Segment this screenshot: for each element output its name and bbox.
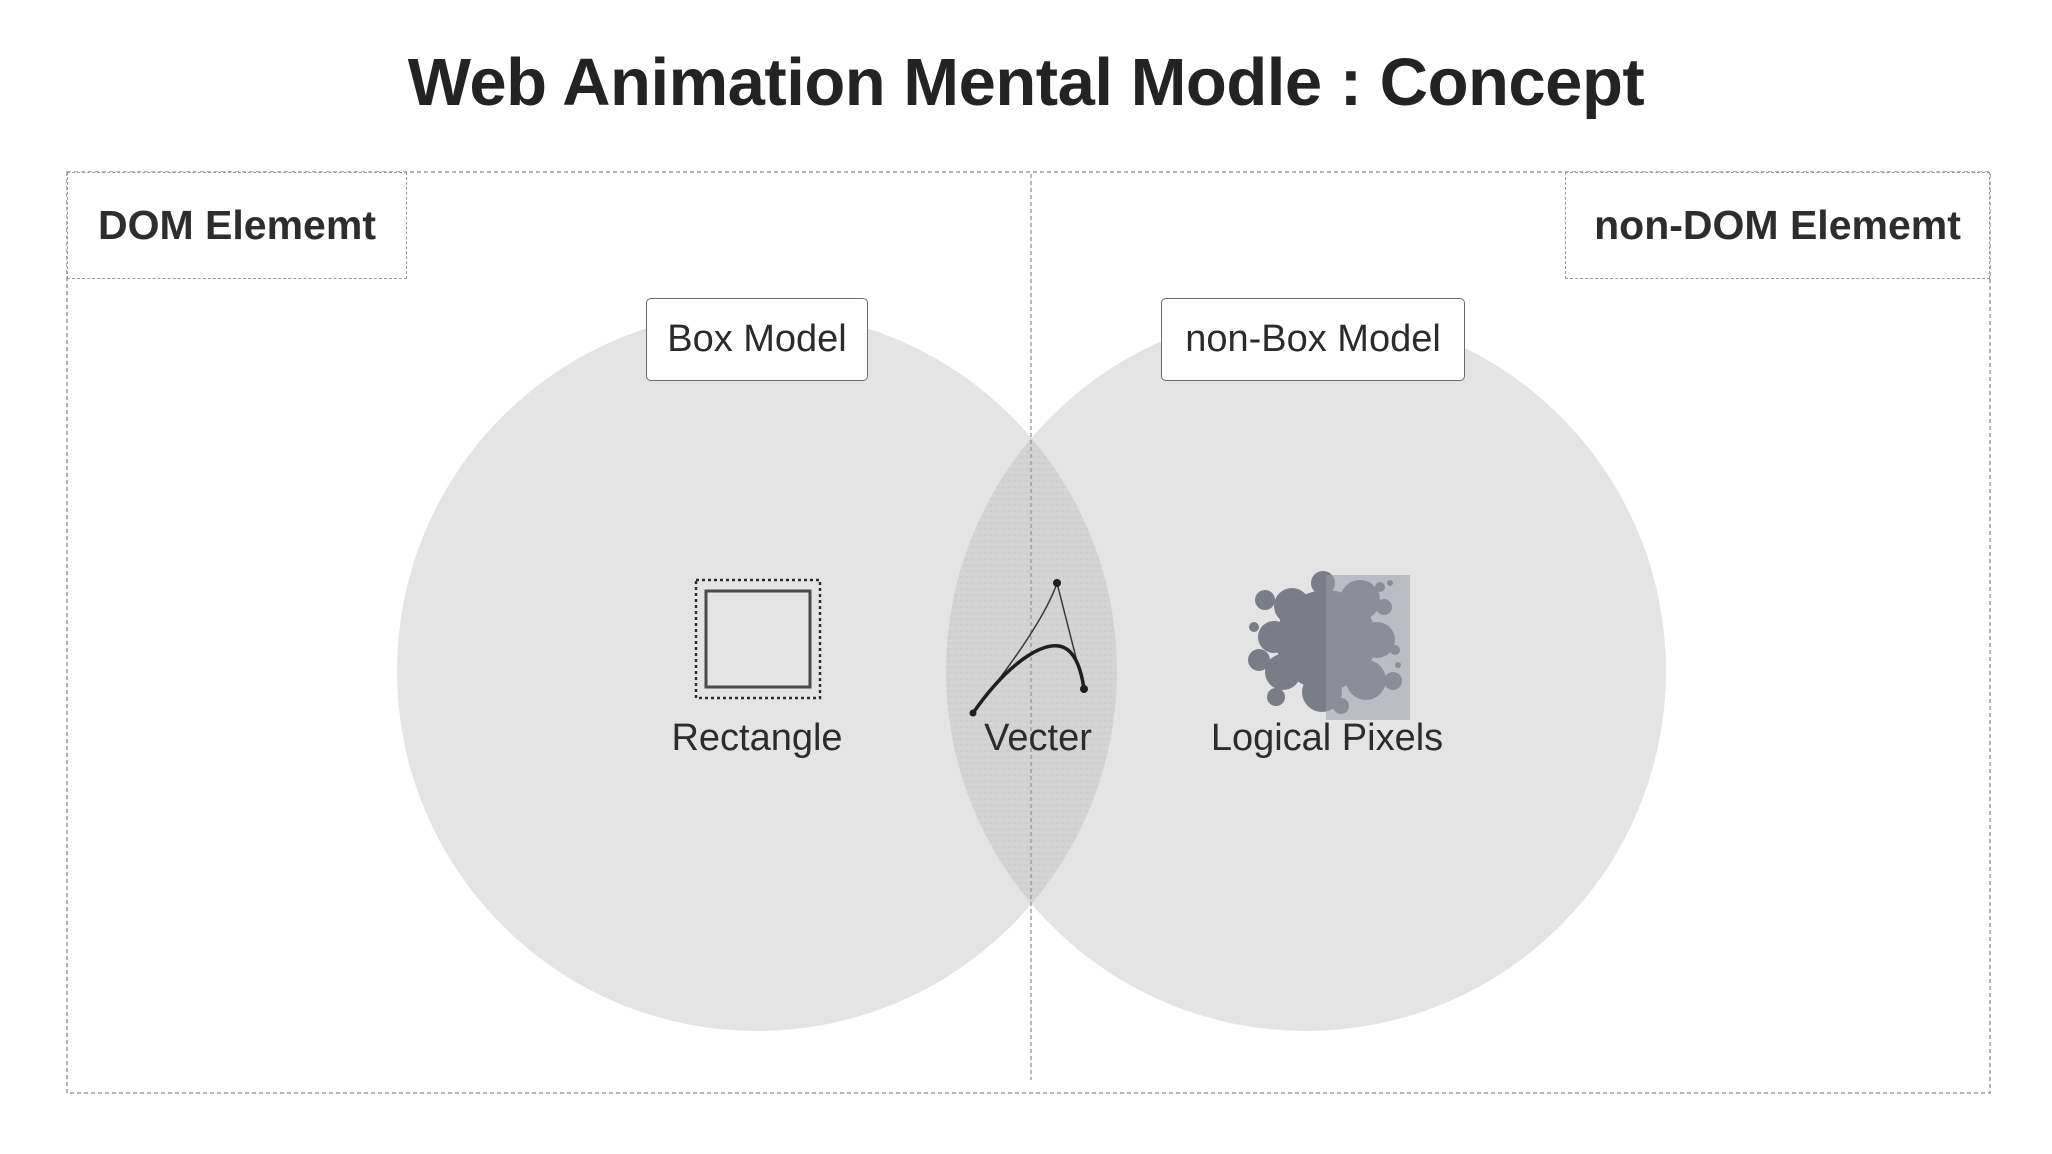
non-dom-element-region-label: non-DOM Elememt xyxy=(1565,172,1990,279)
box-model-label: Box Model xyxy=(667,318,847,360)
paint-splash-icon xyxy=(1248,571,1410,720)
logical-pixels-label: Logical Pixels xyxy=(1210,717,1444,759)
box-model-circle xyxy=(397,311,1117,1031)
non-dom-element-label: non-DOM Elememt xyxy=(1594,202,1961,248)
vector-label: Vecter xyxy=(984,717,1092,759)
rectangle-icon xyxy=(694,578,822,700)
non-box-model-tag: non-Box Model xyxy=(1161,298,1465,381)
outer-frame xyxy=(66,171,1991,1094)
diagram-title: Web Animation Mental Modle : Concept xyxy=(407,45,1645,120)
dom-element-region-label: DOM Elememt xyxy=(67,172,407,279)
non-box-model-label: non-Box Model xyxy=(1185,318,1441,360)
rectangle-label: Rectangle xyxy=(671,717,843,759)
bezier-curve-icon xyxy=(969,579,1088,717)
dom-element-label: DOM Elememt xyxy=(98,202,376,248)
box-model-tag: Box Model xyxy=(646,298,868,381)
